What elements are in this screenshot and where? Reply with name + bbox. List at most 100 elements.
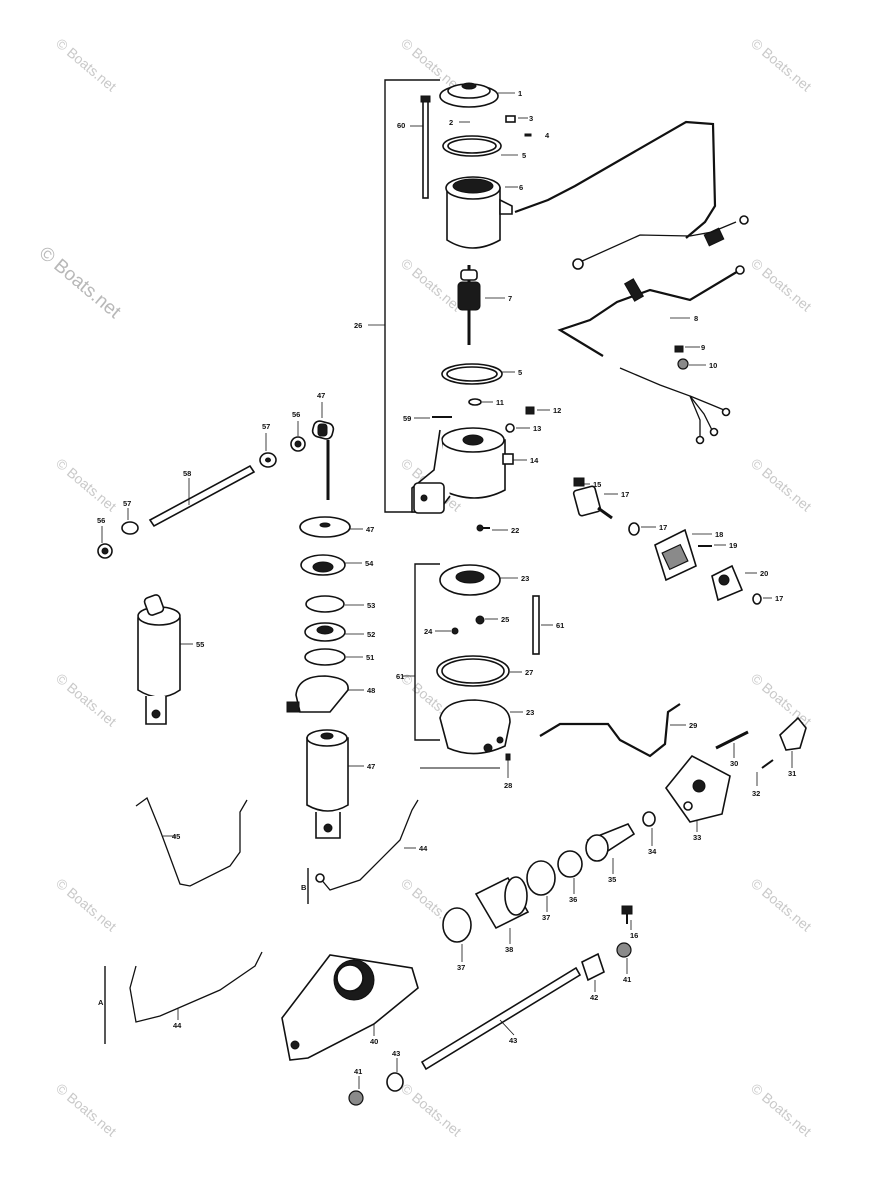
label: 34 [648,847,657,856]
part-4 [524,133,532,137]
label: 25 [501,615,509,624]
label: 60 [397,121,405,130]
bracket-26 [384,79,440,513]
label: 57 [123,499,131,508]
label: 17 [775,594,783,603]
label: 35 [608,875,616,884]
label: 44 [173,1021,182,1030]
label: 15 [593,480,601,489]
label: 56 [97,516,105,525]
label: 24 [424,627,433,636]
label: 9 [701,343,705,352]
label: 41 [623,975,631,984]
part-43-bushing [386,1058,404,1092]
label: 47 [366,525,374,534]
label: 58 [183,469,191,478]
label: 19 [729,541,737,550]
label: 32 [752,789,760,798]
label: 3 [529,114,533,123]
part-15-switch [572,477,618,520]
label: 38 [505,945,513,954]
label: 57 [262,422,270,431]
label: 47 [317,391,325,400]
label: 28 [504,781,512,790]
watermark: © Boats.net [53,35,120,94]
label: A [98,998,104,1007]
label: 51 [366,653,374,662]
part-40-bracket [281,954,419,1061]
label: 23 [521,574,529,583]
part-53-oring [305,595,345,613]
bracket-61 [414,563,440,741]
part-32 [761,759,774,769]
label: B [301,883,307,892]
part-61-spring [532,595,553,655]
label: 61 [556,621,564,630]
watermark: © Boats.net [748,875,815,934]
part-1-cap [439,82,515,108]
part-14-pump-body [411,427,527,514]
label: 55 [196,640,204,649]
label: 56 [292,410,300,419]
part-17-oring [628,522,640,536]
part-60-rod [410,95,431,199]
part-38-cylinder [474,876,530,944]
label: 43 [392,1049,400,1058]
label: 11 [496,398,504,407]
part-8-harness [557,265,745,445]
watermark: © Boats.net [748,255,815,314]
label: 52 [367,630,375,639]
part-41-nut-b [348,1090,364,1106]
part-47-pin [311,402,335,500]
label: 61 [396,672,404,681]
part-57-washer-b [121,521,139,535]
label: 48 [367,686,375,695]
part-36-oring [557,850,583,878]
label: 54 [365,559,374,568]
part-44-tube [319,799,419,891]
part-13 [505,423,515,433]
part-9 [674,345,684,353]
label: 5 [522,151,526,160]
label: 10 [709,361,717,370]
part-55-shock [137,594,193,725]
part-45-tube [135,796,248,887]
label: 6 [519,183,523,192]
watermark: © Boats.net [748,455,815,514]
label: 37 [542,913,550,922]
part-33-valve-body [664,754,731,832]
label: 33 [693,833,701,842]
part-37-oring [526,860,556,896]
watermark: © Boats.net [53,875,120,934]
part-labels: 1 2 3 4 5 6 60 7 8 9 10 5 11 12 13 59 14… [97,89,796,1076]
part-25 [475,615,485,625]
label: 37 [457,963,465,972]
part-23-reservoir [439,564,518,596]
part-42-bushing [581,952,605,992]
watermark: © Boats.net [53,1080,120,1139]
label: 13 [533,424,541,433]
part-7-armature [457,265,505,345]
label: 53 [367,601,375,610]
label: 26 [354,321,362,330]
watermark: © Boats.net [53,670,120,729]
label: 47 [367,762,375,771]
part-11 [468,398,482,406]
label: 59 [403,414,411,423]
part-10 [677,358,689,370]
label: 43 [509,1036,517,1045]
watermarks: © Boats.net © Boats.net © Boats.net © Bo… [35,35,815,1139]
part-30-bolt [715,730,749,758]
part-23-pump-base [439,699,523,755]
label: 44 [419,844,428,853]
watermark: © Boats.net [53,455,120,514]
label: 5 [518,368,522,377]
label: 36 [569,895,577,904]
part-41-nut [616,942,632,958]
wire-harness-6 [514,120,717,239]
part-47-disc [299,516,363,538]
part-29-tube [539,703,681,758]
part-20-bracket [711,564,757,602]
part-3 [505,115,516,123]
